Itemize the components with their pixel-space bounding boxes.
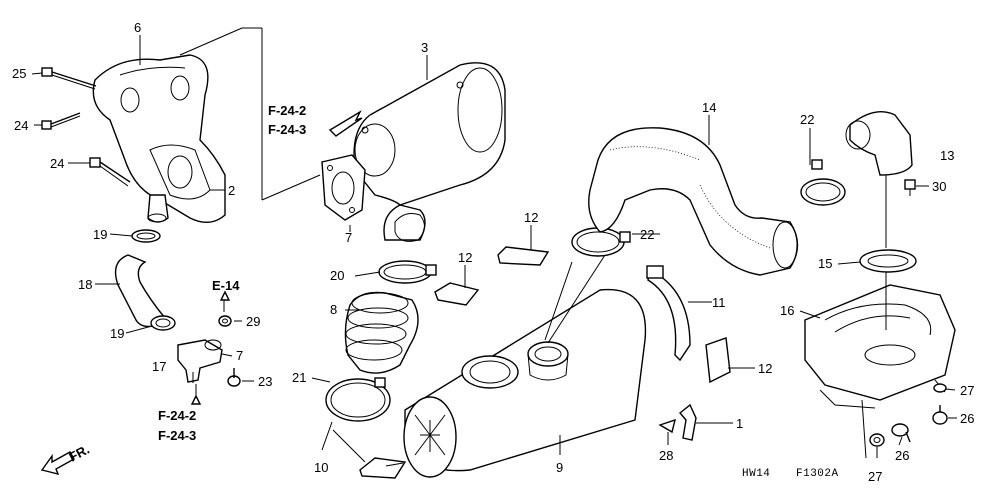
clamp-22-right-drawing — [800, 159, 846, 206]
label-part-12-upper: 12 — [524, 210, 538, 225]
label-part-26-right: 26 — [960, 411, 974, 426]
bolt-30-drawing — [904, 179, 916, 196]
washer-27-right-drawing — [933, 383, 947, 393]
pad-10-drawing — [359, 457, 407, 479]
bolt-25-drawing — [41, 67, 97, 90]
pad-12-middle-drawing — [434, 282, 480, 306]
washer-29-drawing — [218, 315, 232, 327]
reference-arrows — [190, 110, 363, 405]
label-part-9: 9 — [556, 460, 563, 475]
label-part-16: 16 — [780, 303, 794, 318]
washer-27-bottom-drawing — [869, 433, 885, 447]
label-part-18: 18 — [78, 277, 92, 292]
label-part-28: 28 — [659, 448, 673, 463]
label-part-30: 30 — [932, 179, 946, 194]
label-part-25: 25 — [12, 66, 26, 81]
label-part-24-upper: 24 — [14, 118, 28, 133]
label-part-24-lower: 24 — [50, 156, 64, 171]
label-part-26-bottom: 26 — [895, 448, 909, 463]
label-part-8: 8 — [330, 302, 337, 317]
pad-12-right-drawing — [705, 337, 731, 384]
ref-f-24-2-top: F-24-2 — [268, 103, 306, 118]
case-16-drawing — [804, 284, 956, 409]
clamp-20-drawing — [378, 260, 437, 284]
label-part-3: 3 — [421, 40, 428, 55]
pad-12-upper-drawing — [497, 246, 550, 266]
label-part-15: 15 — [818, 256, 832, 271]
reference-codes: F-24-2 F-24-3 E-14 F-24-2 F-24-3 — [158, 103, 306, 443]
label-part-12-right: 12 — [758, 361, 772, 376]
bolt-24-upper-drawing — [41, 112, 81, 130]
label-part-14: 14 — [702, 100, 716, 115]
clamp-19-upper-drawing — [131, 229, 161, 243]
bolt-26-right-drawing — [932, 405, 948, 425]
label-part-11: 11 — [712, 295, 726, 310]
label-part-2: 2 — [228, 183, 235, 198]
gasket-7-drawing — [321, 154, 366, 221]
label-part-22-left: 22 — [640, 227, 654, 242]
hose-18-drawing — [114, 254, 166, 328]
label-part-7-lower: 7 — [236, 348, 243, 363]
exhaust-manifold-drawing — [92, 54, 226, 223]
label-part-23: 23 — [258, 374, 272, 389]
bolt-24-lower-drawing — [89, 157, 131, 187]
bolt-26-bottom-drawing — [891, 423, 911, 443]
strap-11-drawing — [646, 265, 691, 362]
part-labels: 6 25 24 24 2 19 18 19 17 7 29 23 3 7 20 … — [12, 20, 974, 484]
clamp-21-drawing — [325, 377, 391, 422]
label-part-27-right: 27 — [960, 383, 974, 398]
label-part-27-bottom: 27 — [868, 469, 882, 484]
label-part-20: 20 — [330, 268, 344, 283]
ref-e-14: E-14 — [212, 278, 240, 293]
stay-1-drawing — [678, 403, 697, 441]
elbow-13-drawing — [845, 111, 913, 176]
diagram-code-left: HW14 — [742, 468, 770, 480]
label-part-21: 21 — [292, 370, 306, 385]
ref-f-24-3-top: F-24-3 — [268, 122, 306, 137]
label-part-22-right: 22 — [800, 112, 814, 127]
label-part-17: 17 — [152, 359, 166, 374]
hose-14-drawing — [588, 127, 799, 276]
label-part-13: 13 — [940, 148, 954, 163]
label-part-29: 29 — [246, 314, 260, 329]
clip-28-drawing — [658, 418, 676, 434]
rubber-joint-8-drawing — [344, 291, 419, 374]
bolt-23-drawing — [227, 368, 241, 387]
label-part-6: 6 — [134, 20, 141, 35]
label-part-19-upper: 19 — [93, 227, 107, 242]
muffler-pipe-3-drawing — [353, 62, 506, 242]
seal-15-drawing — [859, 249, 917, 273]
muffler-9-drawing — [403, 288, 647, 478]
fitting-17-drawing — [177, 339, 223, 383]
ref-f-24-2-bottom: F-24-2 — [158, 408, 196, 423]
clamp-22-left-drawing — [571, 227, 631, 257]
front-direction-arrow: FR. — [40, 442, 92, 476]
clamp-19-lower-drawing — [150, 315, 176, 331]
label-part-1: 1 — [736, 416, 743, 431]
label-part-12-middle: 12 — [458, 250, 472, 265]
ref-f-24-3-bottom: F-24-3 — [158, 428, 196, 443]
label-part-19-lower: 19 — [110, 326, 124, 341]
label-part-10: 10 — [314, 460, 328, 475]
label-part-7-upper: 7 — [345, 230, 352, 245]
diagram-code-right: F1302A — [796, 468, 839, 480]
